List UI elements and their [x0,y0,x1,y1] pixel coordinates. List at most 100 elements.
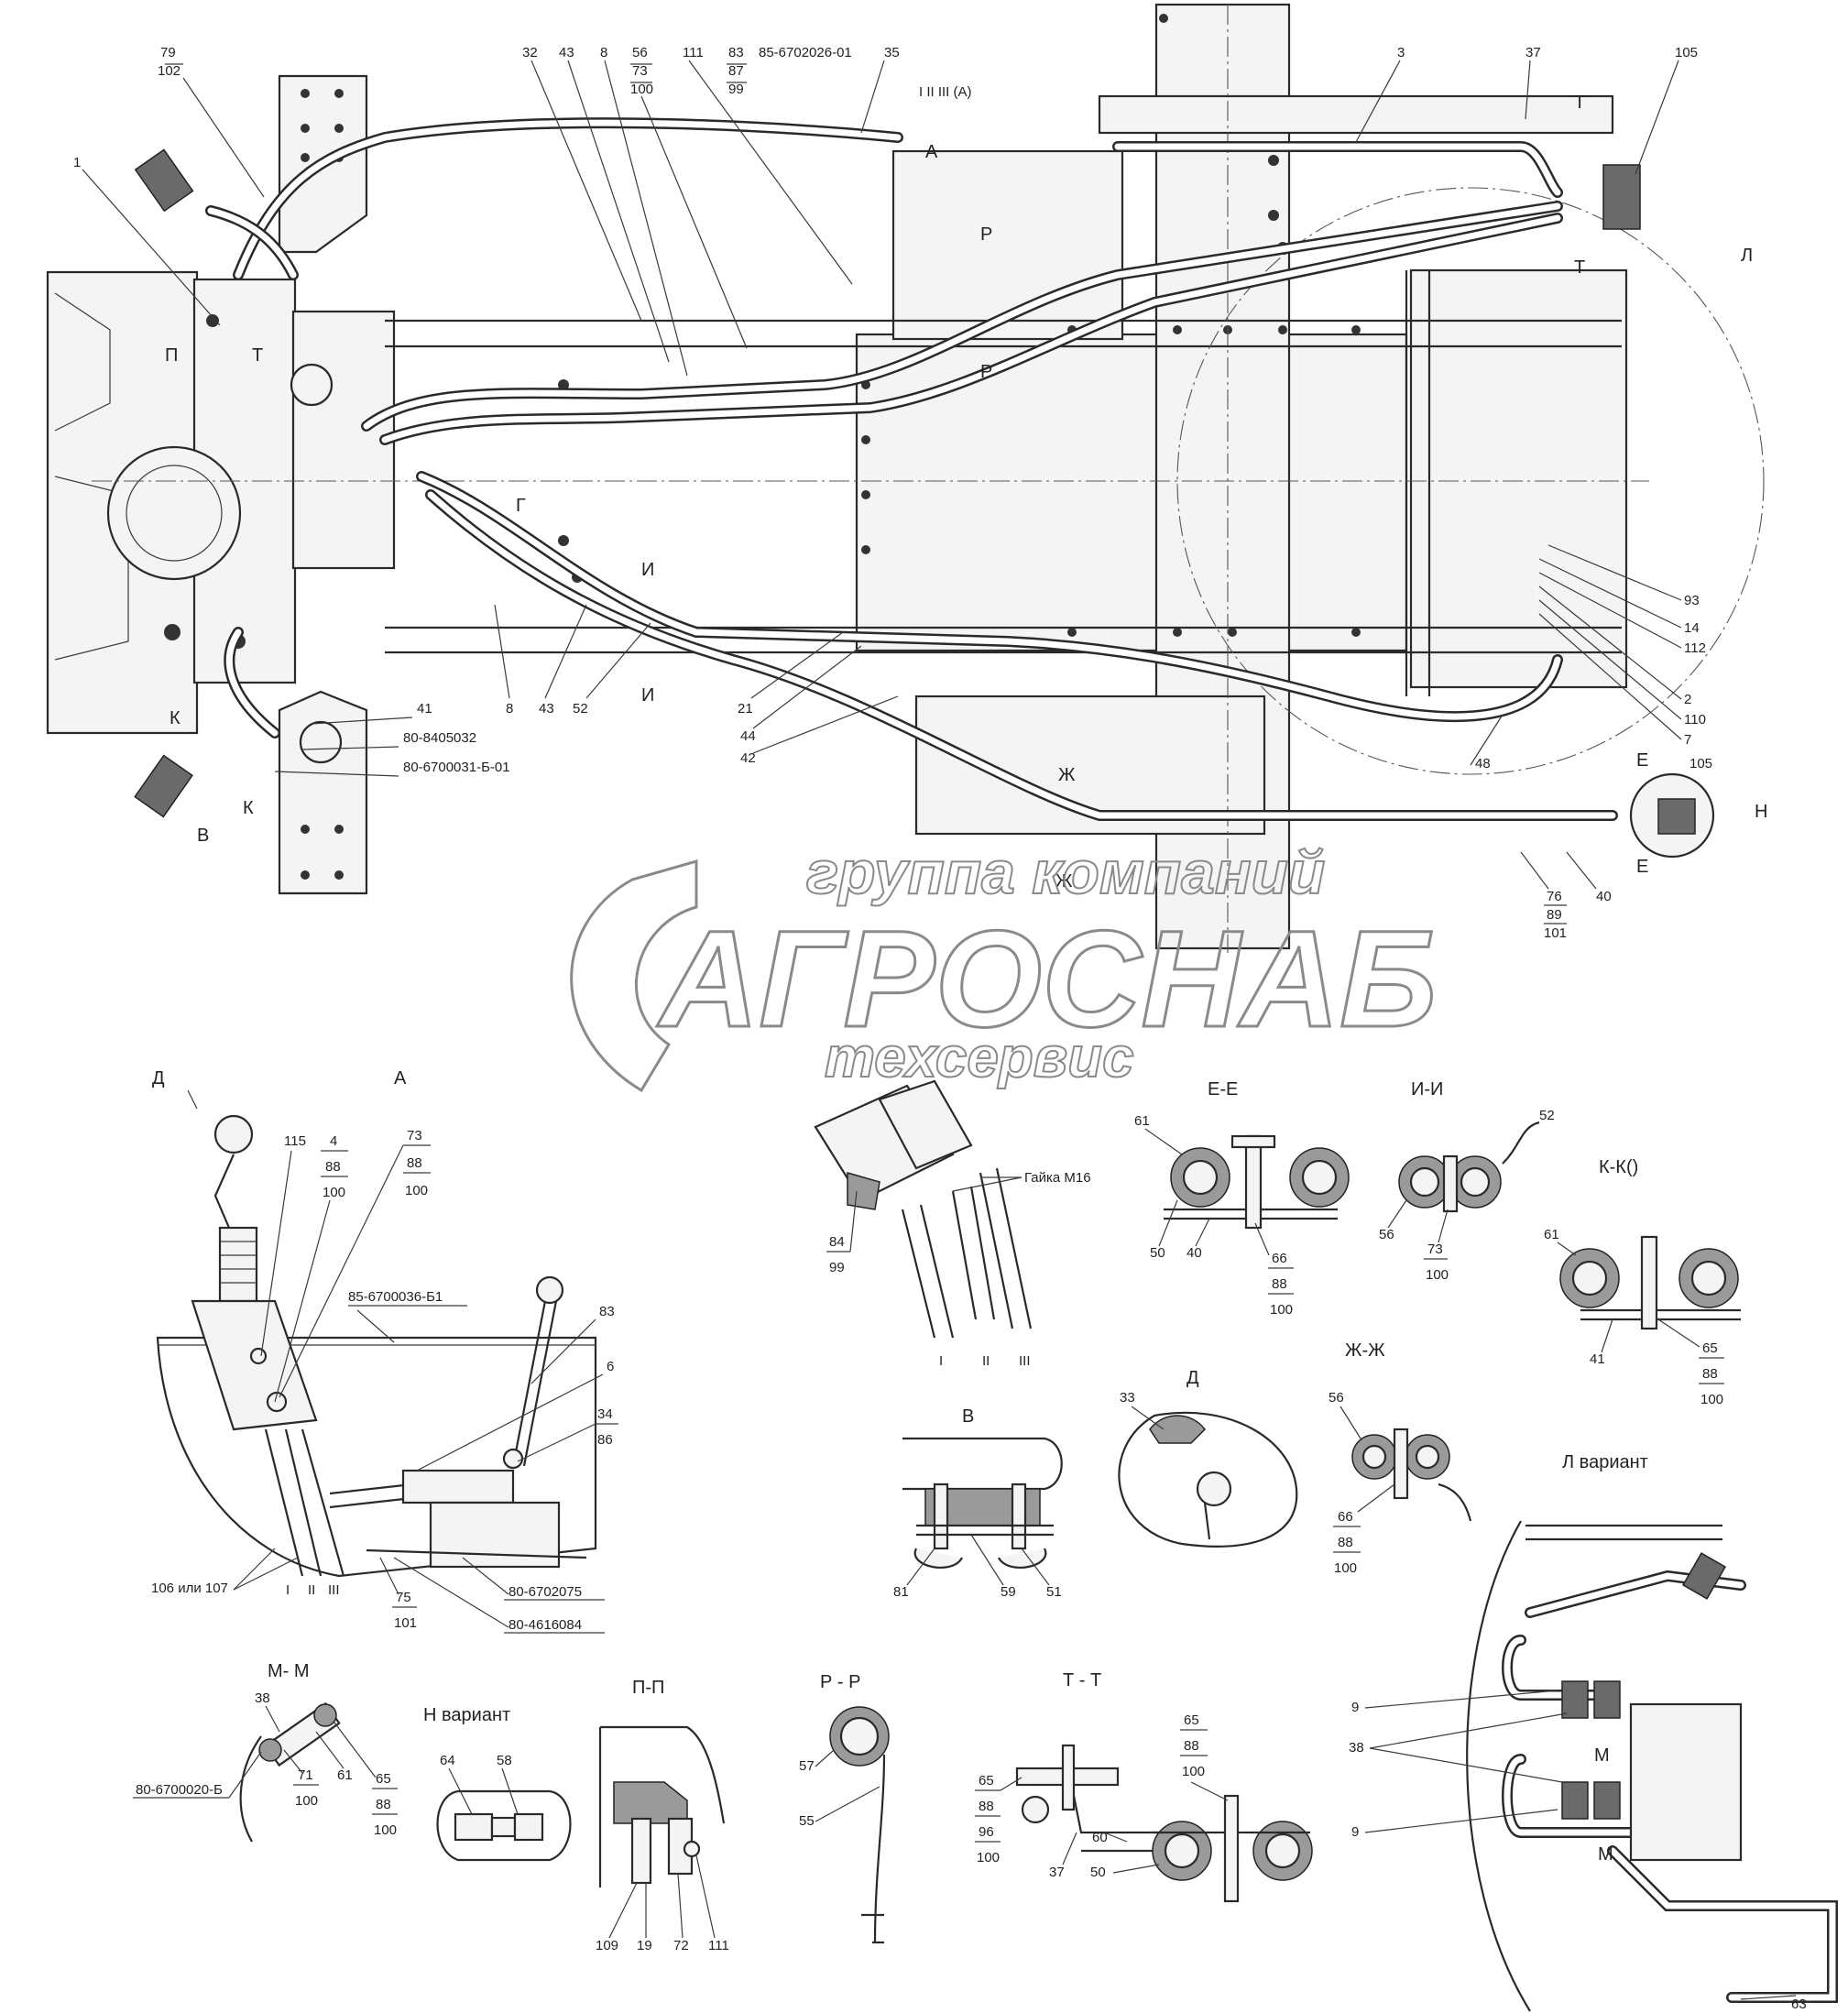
callout-87: 87 [728,63,744,79]
callout-34: 34 [597,1406,613,1422]
rear-axle-housing [1409,268,1628,689]
hydraulic-hoses [205,117,1618,821]
callout-89: 89 [1547,907,1562,923]
n-variant-detail: Н вариант 64 58 [423,1705,572,1862]
callout-81: 81 [893,1584,909,1600]
callout-3: 3 [1397,45,1405,60]
callout-61-mm: 61 [337,1767,353,1783]
callout-88-ee: 88 [1272,1276,1287,1292]
section-mark-e-bottom: Е [1636,857,1648,877]
view-title-e-e: Е-Е [1208,1079,1238,1099]
main-assembly-view: П Т Т Т Р Р Г И И К К В Ж Ж Е Е А Л Н I … [46,3,1767,953]
section-mark-i-top: И [641,560,654,580]
callout-59: 59 [1001,1584,1016,1600]
callout-106-or-107: 106 или 107 [151,1581,228,1596]
callout-8-top: 8 [600,45,607,60]
callout-80-6700031-b-01: 80-6700031-Б-01 [403,760,510,775]
callout-105-top: 105 [1675,45,1698,60]
roman-section-label: I II III (A) [919,84,972,100]
callout-105-bottom: 105 [1689,756,1712,771]
callout-60: 60 [1092,1830,1108,1845]
section-mark-k-bottom: К [243,798,254,818]
callout-58: 58 [497,1753,512,1768]
callout-88-a1: 88 [325,1159,341,1175]
callout-66-zhzh: 66 [1338,1509,1353,1525]
watermark-line3: техсервис [825,1026,1134,1089]
callout-55: 55 [799,1813,815,1829]
callout-88-tt: 88 [1184,1738,1199,1754]
callout-1: 1 [73,155,81,170]
callout-86: 86 [597,1432,613,1448]
callout-88-zhzh: 88 [1338,1535,1353,1550]
section-mark-e-top: Е [1636,750,1648,771]
callout-109: 109 [596,1938,618,1953]
section-mark-v: В [197,826,209,846]
view-title-p-p: П-П [632,1678,664,1698]
section-mark-n: Н [1755,802,1767,822]
section-mark-zh-bottom: Ж [1055,871,1073,892]
callout-80-8405032: 80-8405032 [403,730,476,746]
callout-6: 6 [607,1359,614,1374]
section-m-m: М- М 38 80-6700020-Б 71 100 61 65 88 100 [133,1661,398,1843]
callout-56-zhzh: 56 [1329,1390,1344,1406]
callout-65-kk: 65 [1702,1340,1718,1356]
callout-64: 64 [440,1753,455,1768]
callout-99-top: 99 [728,82,744,97]
view-title-r-r: Р - Р [820,1672,860,1692]
callout-65-tt2: 65 [979,1773,994,1789]
view-title-d-arrow: Д [152,1068,165,1089]
section-mark-p: П [165,345,178,366]
callout-19: 19 [637,1938,652,1953]
callout-112: 112 [1684,640,1706,656]
callout-21: 21 [738,701,753,717]
fuel-tank-top [891,149,1124,341]
callout-115: 115 [284,1133,306,1149]
view-a: А Д 115 4 88 100 73 88 100 85-6700036-Б1 [151,1068,618,1634]
view-title-d: Д [1186,1368,1199,1388]
section-mark-t-bottom: Т [1574,257,1585,278]
callout-65-mm: 65 [376,1771,391,1787]
callout-63: 63 [1791,1997,1807,2012]
callout-80-4616084: 80-4616084 [508,1617,582,1633]
frame-rail-lower [385,626,1622,654]
watermark-line2: АГРОСНАБ [656,902,1437,1056]
callout-40-ee: 40 [1186,1245,1202,1261]
section-mark-m-top: М [1594,1745,1610,1766]
callout-80-6702075: 80-6702075 [508,1584,582,1600]
section-t-t: Т - Т 65 88 100 65 88 96 100 37 60 50 [975,1670,1313,1903]
roman-ii-detail: II [982,1353,990,1369]
callout-57: 57 [799,1758,815,1774]
callout-61-ee: 61 [1134,1113,1150,1129]
callout-33: 33 [1120,1390,1135,1406]
callout-99-detail: 99 [829,1260,845,1275]
watermark-logo [570,859,698,1093]
callout-52-ii: 52 [1539,1108,1555,1123]
callout-9-top: 9 [1351,1700,1359,1715]
callout-85-6702026-01: 85-6702026-01 [759,45,852,60]
callout-73-a: 73 [407,1128,422,1143]
view-title-a: А [394,1068,407,1089]
quick-couplings [134,148,1715,859]
callout-37-top: 37 [1525,45,1541,60]
callout-50-ee: 50 [1150,1245,1165,1261]
callout-65-tt: 65 [1184,1712,1199,1728]
callout-66-ee: 66 [1272,1251,1287,1266]
view-title-v: В [962,1406,974,1427]
callout-56-ii: 56 [1379,1227,1394,1242]
callout-nut-m16: Гайка М16 [1024,1170,1091,1186]
watermark: группа компаний АГРОСНАБ техсервис [570,837,1438,1093]
section-mark-r-top: Р [980,224,992,245]
callout-9-bottom: 9 [1351,1824,1359,1840]
callout-93: 93 [1684,593,1700,608]
callout-44: 44 [740,728,756,744]
callout-100-a1: 100 [323,1185,345,1200]
callout-100-mm2: 100 [374,1822,397,1838]
view-title-l-variant: Л вариант [1562,1452,1648,1472]
callout-37-tt: 37 [1049,1865,1065,1880]
callout-35: 35 [884,45,900,60]
hose-end-detail: Гайка М16 84 99 I II III [814,1079,1091,1369]
section-mark-t-top: Т [1574,93,1585,113]
callout-38-l: 38 [1349,1740,1364,1756]
callout-72: 72 [673,1938,689,1953]
callout-100-zhzh: 100 [1334,1560,1357,1576]
